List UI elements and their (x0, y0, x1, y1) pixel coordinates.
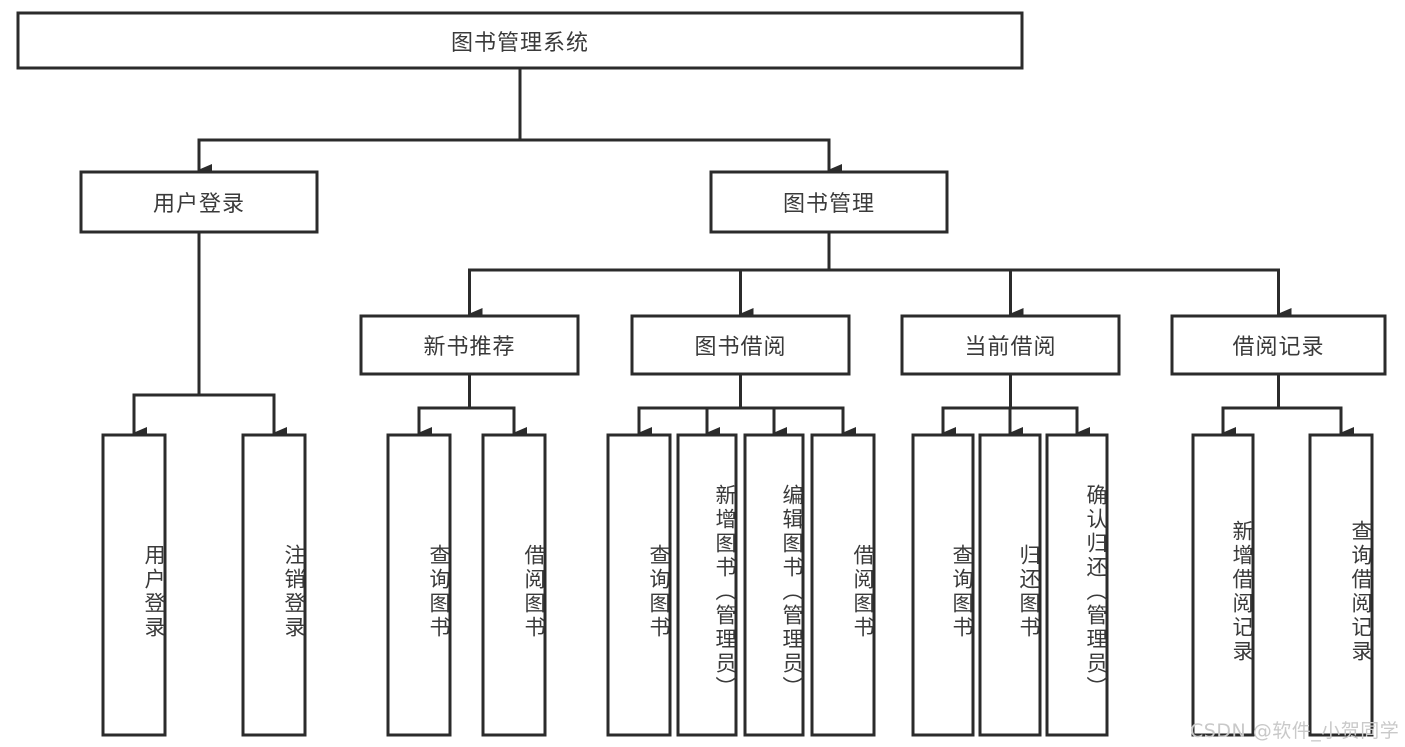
node-查询图书-box (386, 433, 452, 737)
node-图书借阅-box (630, 314, 851, 376)
node-当前借阅-box (900, 314, 1121, 376)
node-新增图书管理员-box (676, 433, 738, 737)
edges-layer (132, 66, 1354, 439)
node-图书管理系统-box (16, 11, 1024, 70)
node-注销登录-box (241, 433, 307, 737)
csdn-watermark: CSDN @软件_小贺同学 (1190, 720, 1400, 742)
node-借阅图书-box (481, 433, 547, 737)
node-查询借阅记录-box (1308, 433, 1374, 737)
node-归还图书-box (978, 433, 1042, 737)
node-用户登录-box (79, 170, 319, 234)
node-借阅记录-box (1170, 314, 1387, 376)
node-确认归还管理员-box (1045, 433, 1109, 737)
node-新增借阅记录-box (1191, 433, 1255, 737)
node-新书推荐-box (359, 314, 580, 376)
node-借阅图书-box (810, 433, 876, 737)
node-编辑图书管理员-box (743, 433, 805, 737)
node-查询图书-box (606, 433, 672, 737)
node-查询图书-box (911, 433, 975, 737)
node-用户登录-box (101, 433, 167, 737)
node-图书管理-box (709, 170, 949, 234)
boxes-layer (16, 11, 1387, 737)
